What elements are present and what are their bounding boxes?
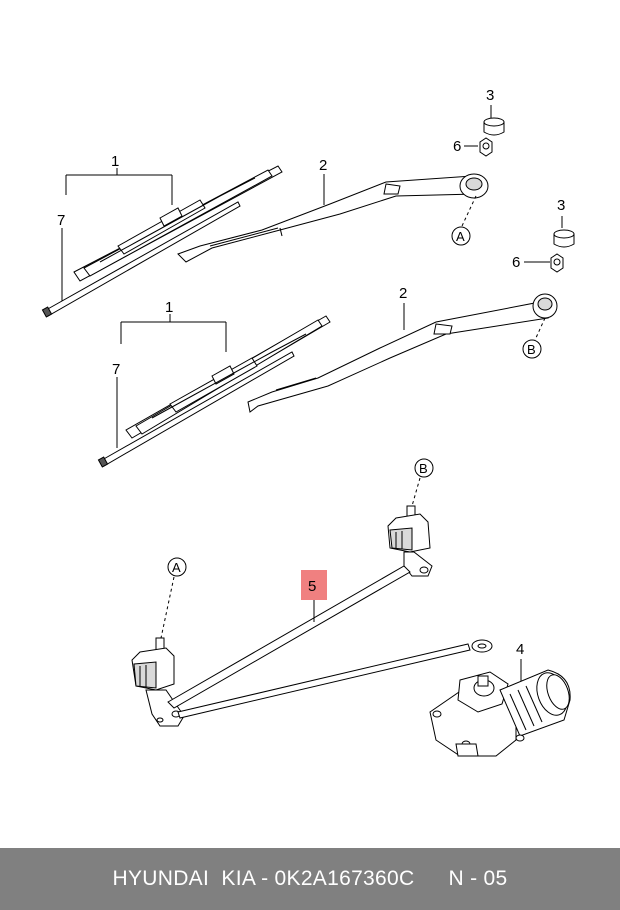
right-pivot xyxy=(387,505,433,577)
wiper-refill-bottom xyxy=(97,351,295,468)
callout-nut-6-top: 6 xyxy=(453,138,461,155)
footer-bar: HYUNDAI KIA - 0K2A167360C N - 05 xyxy=(0,848,620,910)
ref-b-bottom: B xyxy=(522,339,542,359)
left-pivot xyxy=(131,637,185,727)
nut-top xyxy=(479,137,493,157)
callout-nut-6-bottom: 6 xyxy=(512,254,520,271)
footer-code: N - 05 xyxy=(448,867,508,890)
callout-refill-7-top: 7 xyxy=(57,212,65,229)
callout-arm-2-bottom: 2 xyxy=(399,285,407,302)
wiper-blade-top xyxy=(73,165,283,282)
linkage-rods xyxy=(167,565,493,719)
ref-b-linkage: B xyxy=(414,458,434,478)
ref-a-linkage-label: A xyxy=(172,560,181,575)
callout-linkage-5: 5 xyxy=(301,570,327,622)
wiper-arm-top xyxy=(177,173,489,263)
nut-bottom xyxy=(550,253,564,273)
wiper-blade-bottom xyxy=(125,315,331,439)
ref-a-linkage: A xyxy=(167,557,187,577)
wiper-parts-diagram: 1 7 2 3 6 A xyxy=(41,87,575,757)
ref-a-top-label: A xyxy=(456,229,465,244)
callout-arm-2-top: 2 xyxy=(319,157,327,174)
callout-cap-3-top: 3 xyxy=(486,87,494,104)
footer-part-number: HYUNDAI KIA - 0K2A167360C xyxy=(112,867,415,890)
callout-linkage-5-label: 5 xyxy=(308,578,316,595)
callout-refill-7-bottom: 7 xyxy=(112,361,120,378)
wiper-arm-bottom xyxy=(247,293,558,413)
cap-top xyxy=(483,117,505,136)
callout-blade-1-bottom: 1 xyxy=(165,299,173,316)
cap-bottom xyxy=(553,229,575,248)
callout-motor-4: 4 xyxy=(516,641,524,658)
callout-cap-3-bottom: 3 xyxy=(557,197,565,214)
top-callout-bracket xyxy=(61,168,173,302)
bottom-callout-bracket xyxy=(116,314,227,448)
wiper-motor xyxy=(429,669,571,757)
ref-a-top: A xyxy=(451,226,471,246)
wiper-refill-top xyxy=(41,201,241,318)
callout-blade-1-top: 1 xyxy=(111,153,119,170)
ref-b-linkage-label: B xyxy=(419,461,428,476)
ref-b-bottom-label: B xyxy=(527,342,536,357)
